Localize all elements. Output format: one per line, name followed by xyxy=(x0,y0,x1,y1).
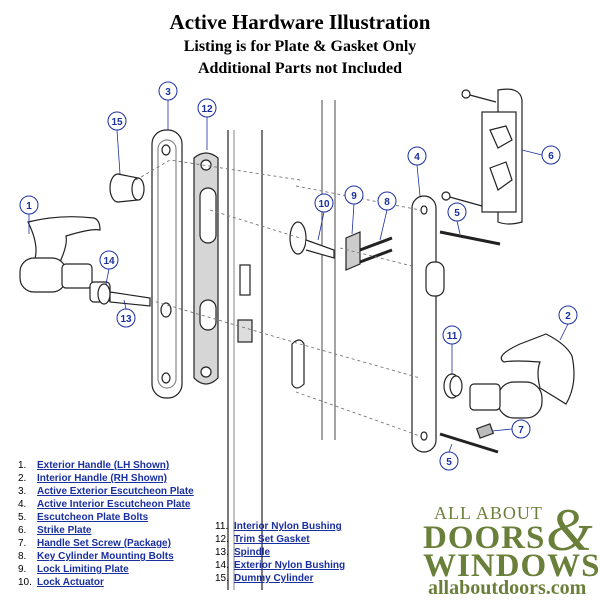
part-link[interactable]: Spindle xyxy=(234,547,271,558)
callout-5-top: 5 xyxy=(447,202,467,222)
interior-nylon-bushing xyxy=(443,373,463,399)
callout-leaders xyxy=(28,100,569,453)
svg-text:11: 11 xyxy=(447,331,458,342)
parts-legend-left: 1.Exterior Handle (LH Shown) 2.Interior … xyxy=(18,459,194,589)
svg-text:1: 1 xyxy=(26,201,32,212)
legend-item: 6.Strike Plate xyxy=(18,525,92,536)
part-link[interactable]: Lock Limiting Plate xyxy=(37,564,129,575)
alignment-lines xyxy=(135,159,421,437)
part-link[interactable]: Strike Plate xyxy=(37,525,92,536)
part-link[interactable]: Escutcheon Plate Bolts xyxy=(37,512,149,523)
callout-9: 9 xyxy=(344,185,364,205)
legend-item: 2.Interior Handle (RH Shown) xyxy=(18,473,167,484)
part-link[interactable]: Exterior Nylon Bushing xyxy=(234,560,346,571)
legend-item: 1.Exterior Handle (LH Shown) xyxy=(18,460,170,471)
svg-text:9: 9 xyxy=(351,191,357,202)
callout-1: 1 xyxy=(19,195,39,215)
callout-5-bottom: 5 xyxy=(439,451,459,471)
lock-actuator xyxy=(289,221,335,259)
legend-item: 8.Key Cylinder Mounting Bolts xyxy=(18,551,174,562)
interior-handle xyxy=(469,333,575,419)
trim-set-gasket xyxy=(193,152,219,385)
legend-item: 12.Trim Set Gasket xyxy=(215,534,310,545)
callout-15: 15 xyxy=(107,111,127,131)
legend-item: 11.Interior Nylon Bushing xyxy=(215,521,342,532)
svg-text:8: 8 xyxy=(384,197,390,208)
part-link[interactable]: Active Interior Escutcheon Plate xyxy=(37,499,191,510)
exterior-escutcheon-plate xyxy=(151,129,183,399)
subtitle-listing: Listing is for Plate & Gasket Only xyxy=(183,38,417,55)
parts-legend-right: 11.Interior Nylon Bushing 12.Trim Set Ga… xyxy=(215,520,345,585)
legend-item: 7.Handle Set Screw (Package) xyxy=(18,538,171,549)
svg-text:2: 2 xyxy=(565,311,571,322)
callout-2: 2 xyxy=(558,305,578,325)
svg-text:15: 15 xyxy=(111,117,123,128)
part-link[interactable]: Lock Actuator xyxy=(37,577,104,588)
legend-item: 9.Lock Limiting Plate xyxy=(18,564,129,575)
legend-item: 15.Dummy Cylinder xyxy=(215,573,314,584)
part-link[interactable]: Exterior Handle (LH Shown) xyxy=(37,460,170,471)
svg-text:10: 10 xyxy=(318,199,330,210)
callout-13: 13 xyxy=(116,308,136,328)
handle-set-screw xyxy=(475,423,495,439)
callout-3: 3 xyxy=(158,81,178,101)
callout-6: 6 xyxy=(541,145,561,165)
callout-12: 12 xyxy=(197,98,217,118)
callout-4: 4 xyxy=(407,146,427,166)
legend-item: 3.Active Exterior Escutcheon Plate xyxy=(18,486,194,497)
exterior-handle xyxy=(19,216,151,307)
svg-text:7: 7 xyxy=(518,425,524,436)
subtitle-not-included: Additional Parts not Included xyxy=(197,60,403,77)
svg-text:5: 5 xyxy=(454,208,460,219)
brand-ampersand: & xyxy=(546,497,593,563)
part-link[interactable]: Handle Set Screw (Package) xyxy=(37,538,171,549)
svg-text:12: 12 xyxy=(201,104,213,115)
legend-item: 10.Lock Actuator xyxy=(18,577,104,588)
callout-14: 14 xyxy=(99,250,119,270)
part-link[interactable]: Key Cylinder Mounting Bolts xyxy=(37,551,174,562)
part-link[interactable]: Dummy Cylinder xyxy=(234,573,314,584)
exterior-nylon-bushing xyxy=(97,283,111,305)
svg-text:4: 4 xyxy=(414,152,420,163)
callout-10: 10 xyxy=(314,193,334,213)
callout-11: 11 xyxy=(442,325,462,345)
key-cylinder-mounting-bolts xyxy=(359,236,393,264)
escutcheon-plate-bolts xyxy=(439,230,501,454)
strike-plate xyxy=(441,88,523,225)
brand-windows: WINDOWS xyxy=(423,548,600,584)
dummy-cylinder xyxy=(109,173,145,203)
part-link[interactable]: Trim Set Gasket xyxy=(234,534,310,545)
door-edge xyxy=(227,100,336,590)
svg-text:6: 6 xyxy=(548,151,554,162)
legend-item: 5.Escutcheon Plate Bolts xyxy=(18,512,149,523)
callout-8: 8 xyxy=(377,191,397,211)
svg-text:3: 3 xyxy=(165,87,171,98)
brand-all-about: ALL ABOUT xyxy=(434,503,543,523)
part-link[interactable]: Active Exterior Escutcheon Plate xyxy=(37,486,194,497)
svg-text:5: 5 xyxy=(446,457,452,468)
part-link[interactable]: Interior Nylon Bushing xyxy=(234,521,342,532)
brand-url[interactable]: allaboutdoors.com xyxy=(428,577,587,599)
part-link[interactable]: Interior Handle (RH Shown) xyxy=(37,473,167,484)
svg-text:14: 14 xyxy=(103,256,115,267)
diagram-title: Active Hardware Illustration xyxy=(169,10,431,34)
interior-escutcheon-plate xyxy=(411,195,445,453)
legend-item: 4.Active Interior Escutcheon Plate xyxy=(18,499,191,510)
brand-doors: DOORS xyxy=(423,520,546,556)
callout-7: 7 xyxy=(511,419,531,439)
legend-item: 13.Spindle xyxy=(215,547,271,558)
svg-text:13: 13 xyxy=(120,314,132,325)
legend-item: 14.Exterior Nylon Bushing xyxy=(215,560,346,571)
